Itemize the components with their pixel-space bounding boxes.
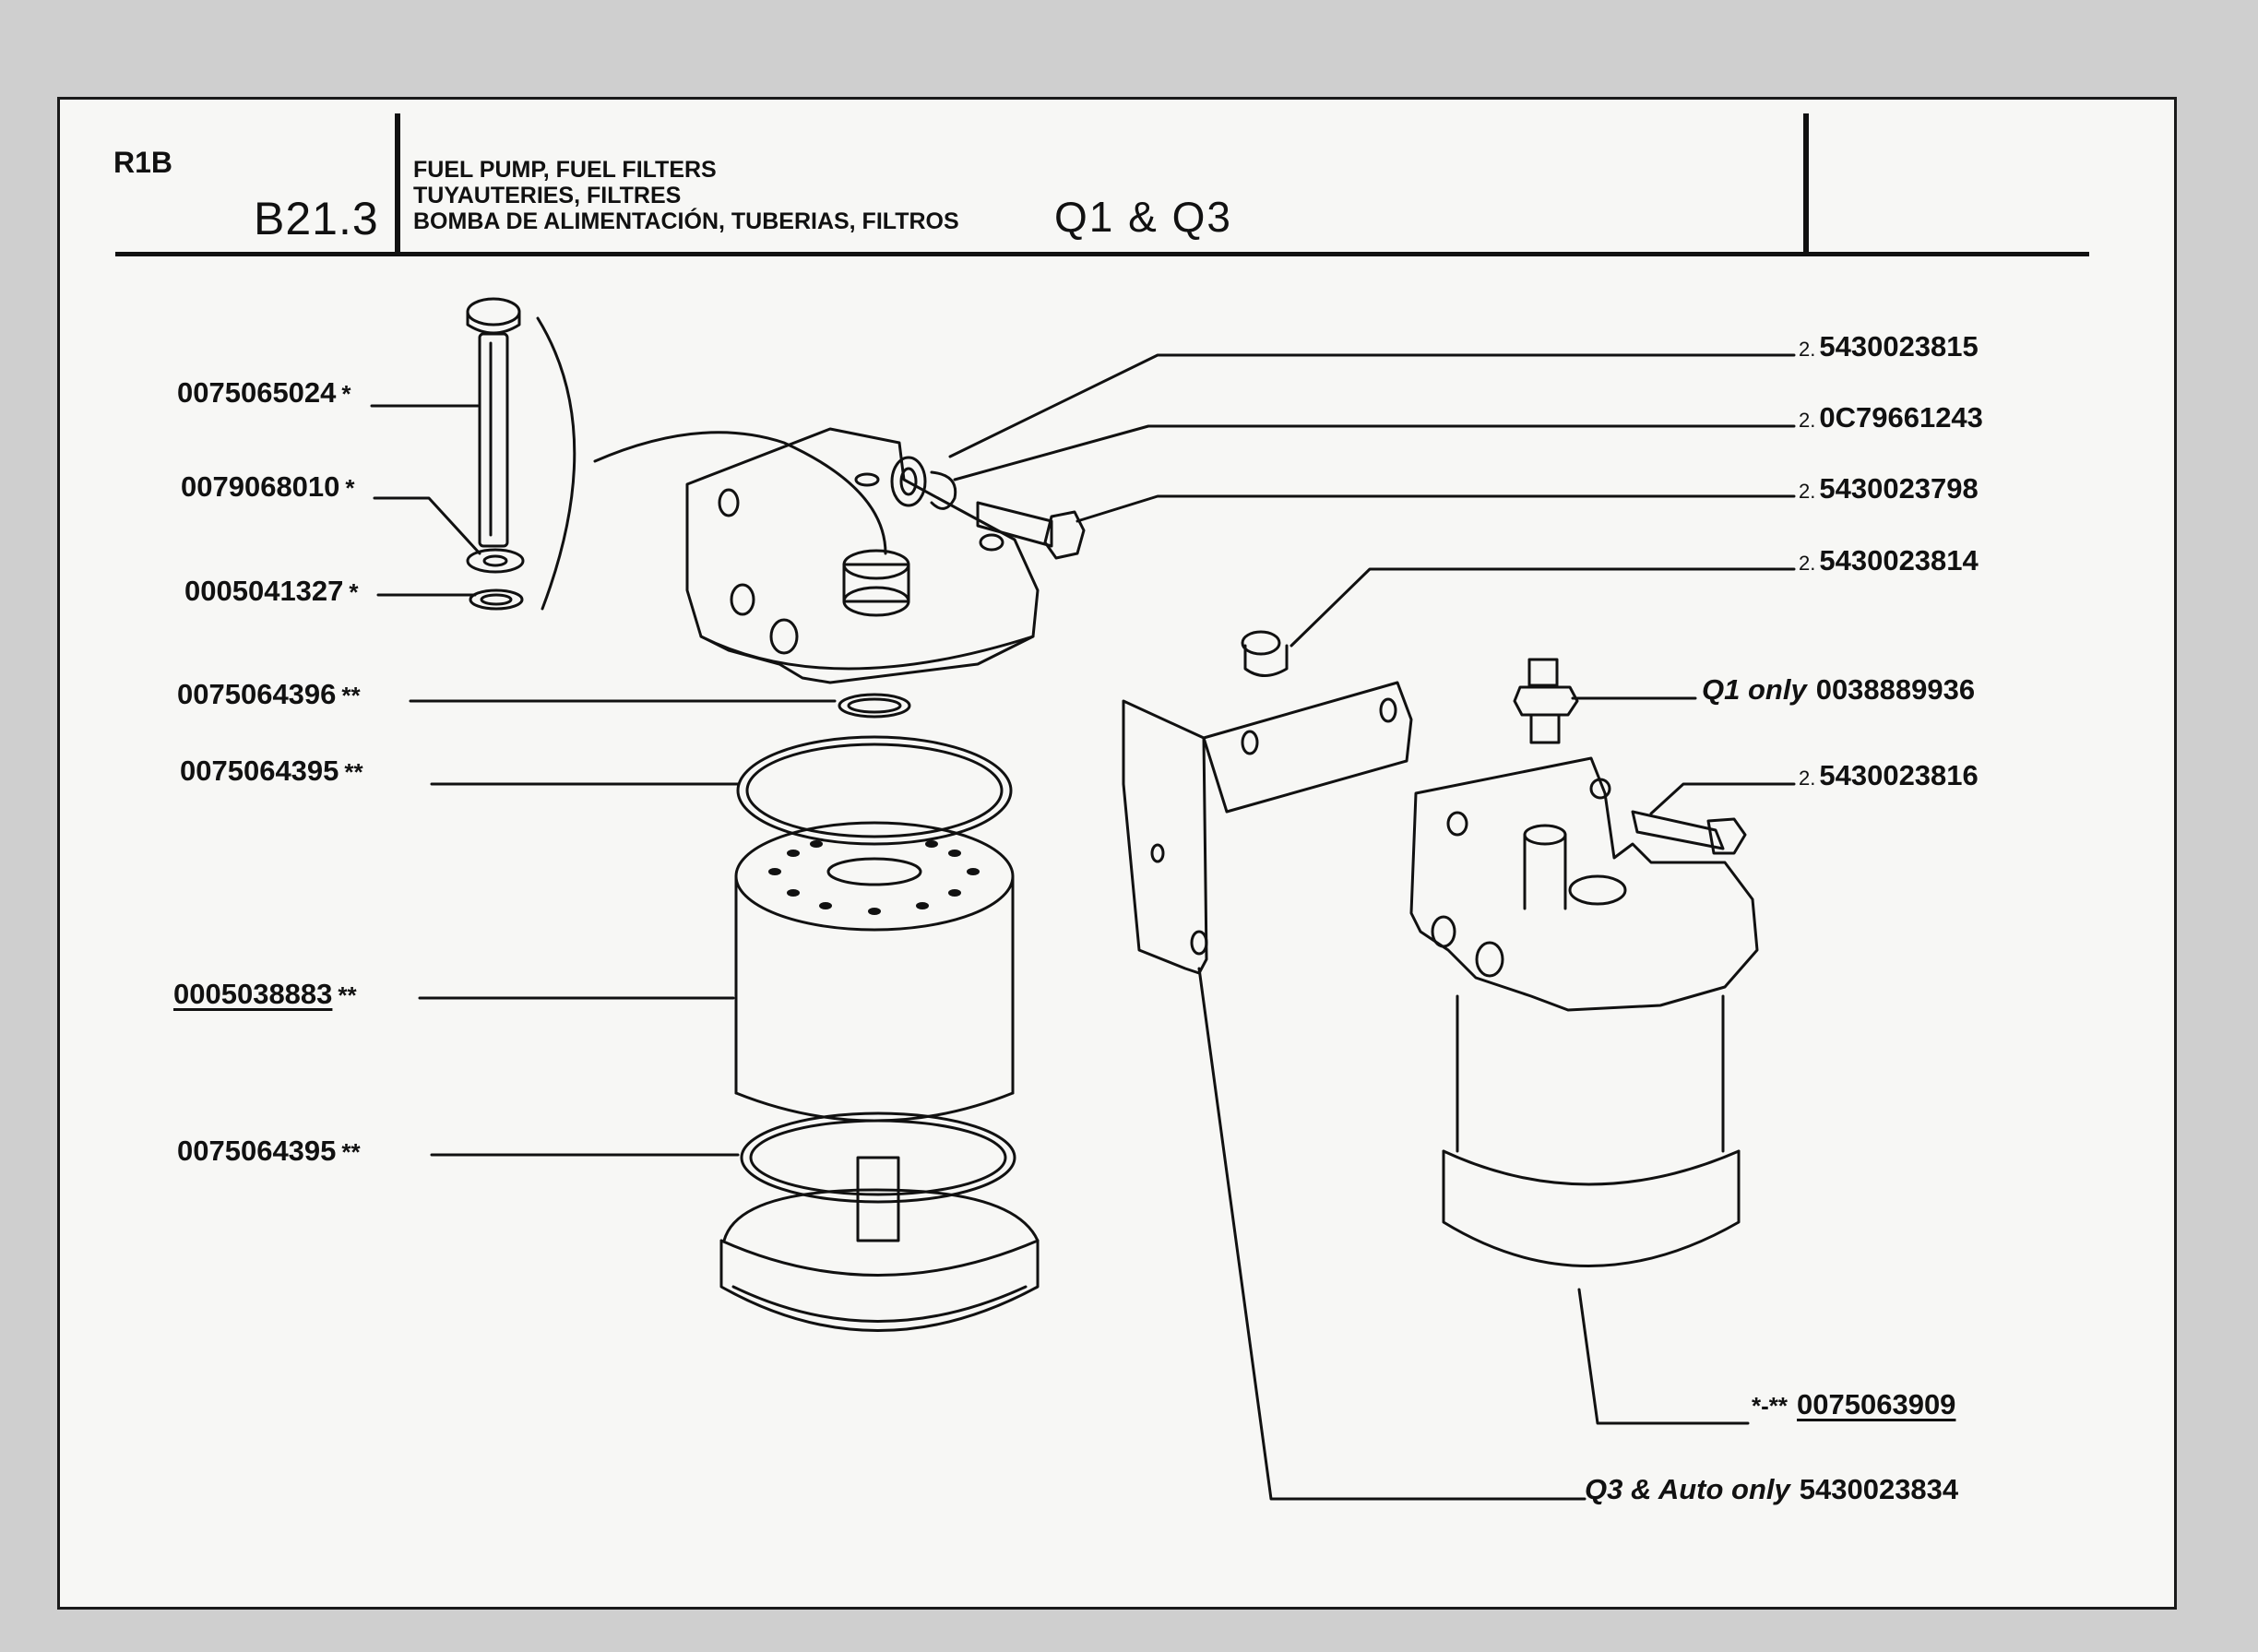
label-washer: 0079068010* bbox=[181, 470, 355, 504]
quantity: 2. bbox=[1799, 409, 1816, 432]
label-bracket-q3: Q3 & Auto only 5430023834 bbox=[1585, 1473, 1958, 1506]
title-french: TUYAUTERIES, FILTRES bbox=[413, 183, 682, 208]
part-number: 0C79661243 bbox=[1819, 401, 1983, 434]
part-number: 0075064396 bbox=[177, 678, 337, 710]
label-seal-washer: 0005041327* bbox=[184, 575, 359, 608]
filter-top-holes bbox=[768, 840, 980, 915]
header-divider-left bbox=[395, 113, 400, 256]
part-number: 0075064395 bbox=[180, 755, 339, 787]
quantity: 2. bbox=[1799, 552, 1816, 575]
page-code: R1B bbox=[113, 146, 173, 179]
bolt-assembly-left bbox=[466, 297, 525, 611]
part-number: 0075064395 bbox=[177, 1135, 337, 1167]
filter-element bbox=[719, 693, 1040, 1332]
fuel-line bbox=[536, 316, 887, 611]
part-number: 5430023815 bbox=[1819, 330, 1979, 362]
label-o-ring-small: 0075064396** bbox=[177, 678, 361, 711]
label-o-ring-upper: 0075064395** bbox=[180, 755, 363, 788]
label-right-3: 2.5430023798 bbox=[1799, 472, 1979, 505]
label-right-6: 2.5430023816 bbox=[1799, 759, 1979, 792]
label-right-2: 2.0C79661243 bbox=[1799, 401, 1983, 434]
part-number: 0079068010 bbox=[181, 470, 340, 503]
applicability-note: Q1 only bbox=[1702, 673, 1807, 706]
quantity: 2. bbox=[1799, 767, 1816, 790]
union-fitting bbox=[1513, 658, 1579, 744]
mounting-bracket bbox=[1122, 630, 1413, 975]
mark: * bbox=[345, 474, 355, 502]
mark: * bbox=[349, 578, 359, 606]
filter-head-upper bbox=[685, 427, 1040, 684]
label-bolt: 0075065024* bbox=[177, 376, 351, 410]
section-number: B21.3 bbox=[254, 193, 379, 244]
label-filter-element: 0005038883** bbox=[173, 978, 357, 1011]
title-spanish: BOMBA DE ALIMENTACIÓN, TUBERIAS, FILTROS bbox=[413, 208, 959, 234]
quantity: 2. bbox=[1799, 338, 1816, 361]
rings-and-bolt-upper bbox=[890, 456, 1086, 560]
mark: ** bbox=[338, 981, 357, 1009]
mark: * bbox=[341, 380, 351, 408]
label-o-ring-lower: 0075064395** bbox=[177, 1135, 361, 1168]
model-designation: Q1 & Q3 bbox=[1054, 193, 1232, 241]
header-rule bbox=[115, 252, 2089, 256]
part-number: 5430023798 bbox=[1819, 472, 1979, 505]
part-number: 5430023834 bbox=[1799, 1473, 1959, 1505]
part-number: 0075063909 bbox=[1797, 1388, 1956, 1420]
part-number: 0005041327 bbox=[184, 575, 344, 607]
mark: *-** bbox=[1752, 1392, 1789, 1420]
label-right-1: 2.5430023815 bbox=[1799, 330, 1979, 363]
leader-lines-left bbox=[370, 404, 837, 1157]
header-divider-right bbox=[1803, 113, 1809, 256]
quantity: 2. bbox=[1799, 480, 1816, 503]
part-number: 5430023816 bbox=[1819, 759, 1979, 791]
applicability-note: Q3 & Auto only bbox=[1585, 1473, 1790, 1505]
mark: ** bbox=[344, 758, 363, 786]
part-number: 5430023814 bbox=[1819, 544, 1979, 576]
mark: ** bbox=[341, 682, 361, 709]
filter-assembly-right bbox=[1409, 756, 1759, 1267]
leader-lines-right bbox=[948, 353, 1796, 1501]
mark: ** bbox=[341, 1138, 361, 1166]
title-english: FUEL PUMP, FUEL FILTERS bbox=[413, 157, 717, 183]
label-filter-assembly: *-** 0075063909 bbox=[1746, 1388, 1955, 1421]
parts-sheet: R1B B21.3 FUEL PUMP, FUEL FILTERS TUYAUT… bbox=[57, 97, 2177, 1610]
part-number: 0075065024 bbox=[177, 376, 337, 409]
part-number: 0038889936 bbox=[1815, 673, 1976, 706]
part-number: 0005038883 bbox=[173, 978, 333, 1010]
label-right-4: 2.5430023814 bbox=[1799, 544, 1979, 577]
